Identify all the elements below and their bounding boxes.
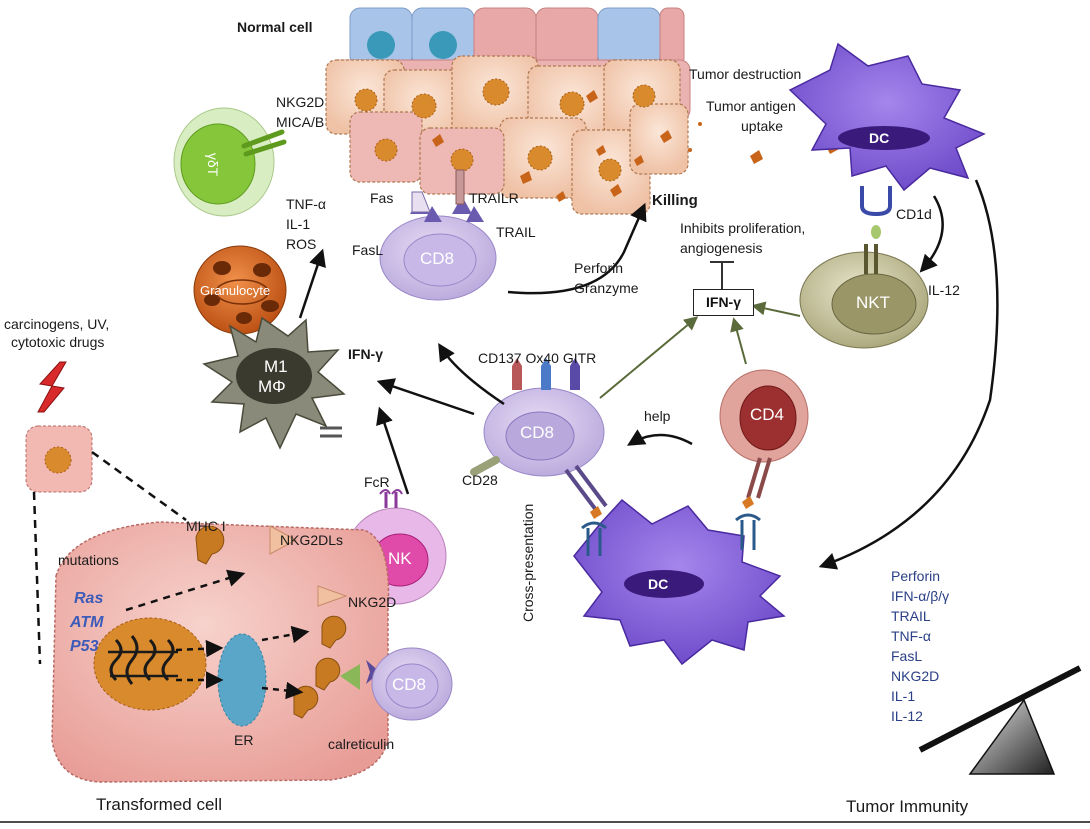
label-tumor-antigen: Tumor antigen bbox=[706, 98, 796, 114]
effector-molecule-list: Perforin IFN-α/β/γ TRAIL TNF-α FasL NKG2… bbox=[891, 566, 949, 726]
label-ras: Ras bbox=[74, 590, 104, 607]
cd4-cell bbox=[719, 369, 809, 499]
arrow-cd8-to-ifn bbox=[599, 316, 699, 399]
label-nkg2dls: NKG2DLs bbox=[280, 532, 344, 548]
arrow-cd4-to-ifn bbox=[730, 317, 747, 365]
antigen-fragments bbox=[432, 90, 839, 202]
label-cd1d: CD1d bbox=[896, 206, 932, 222]
label-cd28: CD28 bbox=[462, 472, 498, 488]
label-tumor-immunity: Tumor Immunity bbox=[846, 797, 969, 816]
effector-item: IL-12 bbox=[891, 708, 923, 724]
arrow-dc-to-dcbottom bbox=[818, 179, 999, 570]
label-mutations: mutations bbox=[58, 552, 119, 568]
arrows bbox=[125, 179, 999, 700]
label-killing: Killing bbox=[652, 192, 698, 209]
ifn-inhibit bbox=[710, 261, 734, 290]
label-carcinogens-1: carcinogens, UV, bbox=[4, 316, 110, 332]
arrow-gene-er bbox=[175, 639, 224, 658]
label-dc-bottom: DC bbox=[648, 576, 669, 592]
label-atm: ATM bbox=[70, 614, 104, 631]
label-transformed-cell: Transformed cell bbox=[96, 795, 222, 814]
label-nkt: NKT bbox=[856, 293, 890, 312]
label-carcinogens-2: cytotoxic drugs bbox=[11, 334, 105, 350]
label-nkg2d-top: NKG2D bbox=[276, 94, 325, 110]
label-fcr: FcR bbox=[364, 474, 390, 490]
arrow-nk-to-macrophage bbox=[376, 406, 410, 495]
label-granulocyte: Granulocyte bbox=[200, 283, 271, 298]
label-calreticulin: calreticulin bbox=[328, 736, 395, 752]
label-tnf-a: TNF-α bbox=[286, 196, 326, 212]
label-mphi: MΦ bbox=[258, 377, 286, 396]
m1-macrophage bbox=[202, 316, 346, 450]
label-ifn-left: IFN-γ bbox=[348, 346, 383, 362]
arrow-macrophage-to-tnf bbox=[298, 248, 326, 319]
label-fasl: FasL bbox=[352, 242, 384, 258]
label-p53: P53 bbox=[70, 638, 99, 655]
dc-top-cell bbox=[788, 42, 986, 239]
effector-item: NKG2D bbox=[891, 668, 940, 684]
effector-item: TRAIL bbox=[891, 608, 931, 624]
label-perforin: Perforin bbox=[574, 260, 624, 276]
label-il-12: IL-12 bbox=[928, 282, 960, 298]
arrow-cd8-to-macrophage bbox=[376, 378, 475, 416]
cd8-top-cell bbox=[379, 169, 497, 301]
label-cross-presentation: Cross-presentation bbox=[520, 503, 536, 622]
arrow-dc-to-nkt bbox=[919, 195, 944, 273]
nkt-cell bbox=[799, 244, 929, 349]
cd8-mid-cell bbox=[470, 358, 608, 512]
tumor-cell-nuclei bbox=[354, 78, 656, 182]
granulocyte-cell bbox=[193, 245, 287, 335]
label-granzyme: Granzyme bbox=[574, 280, 639, 296]
label-tumor-destruction: Tumor destruction bbox=[689, 66, 802, 82]
effector-item: IFN-α/β/γ bbox=[891, 588, 950, 604]
label-cd8-mid: CD8 bbox=[520, 423, 555, 442]
label-er: ER bbox=[234, 732, 254, 748]
label-mhc-i: MHC I bbox=[186, 518, 226, 534]
label-cd8-top: CD8 bbox=[420, 249, 455, 268]
label-nk: NK bbox=[388, 549, 412, 568]
label-m1: M1 bbox=[264, 357, 288, 376]
label-normal-cell: Normal cell bbox=[237, 19, 313, 35]
label-mica-b: MICA/B bbox=[276, 114, 325, 130]
label-gdt: γδT bbox=[205, 152, 222, 177]
arrow-cd8-to-cd8top bbox=[438, 343, 505, 406]
label-help: help bbox=[644, 408, 671, 424]
early-transformed-cell bbox=[25, 361, 93, 493]
arrow-perforin-killing bbox=[507, 202, 647, 295]
dashed-connectors bbox=[32, 450, 187, 665]
arrow-er-mhc1 bbox=[261, 625, 310, 644]
label-dc-top: DC bbox=[869, 130, 890, 146]
effector-item: Perforin bbox=[891, 568, 941, 584]
label-co-receptors: CD137 Ox40 GITR bbox=[478, 350, 597, 366]
label-inhibits-2: angiogenesis bbox=[680, 240, 763, 256]
gdt-cell bbox=[173, 107, 287, 217]
label-ros: ROS bbox=[286, 236, 317, 252]
ifn-gamma-box: IFN-γ bbox=[693, 289, 754, 316]
effector-item: TNF-α bbox=[891, 628, 931, 644]
label-uptake: uptake bbox=[741, 118, 784, 134]
arrow-nkt-to-ifn bbox=[751, 301, 801, 317]
label-cd8-bottom: CD8 bbox=[392, 675, 427, 694]
label-trailr: TRAILR bbox=[469, 190, 519, 206]
label-trail: TRAIL bbox=[496, 224, 536, 240]
label-inhibits-1: Inhibits proliferation, bbox=[680, 220, 806, 236]
arrow-help bbox=[626, 429, 693, 446]
green-arrows bbox=[599, 261, 801, 399]
effector-item: FasL bbox=[891, 648, 923, 664]
label-cd4: CD4 bbox=[750, 405, 785, 424]
balance-seesaw bbox=[918, 665, 1082, 775]
label-fas: Fas bbox=[370, 190, 394, 206]
label-nkg2d-nk: NKG2D bbox=[348, 594, 397, 610]
label-il-1: IL-1 bbox=[286, 216, 311, 232]
effector-item: IL-1 bbox=[891, 688, 916, 704]
dc-bottom-cell bbox=[573, 496, 786, 666]
cd8-bottom-cell bbox=[340, 647, 453, 721]
